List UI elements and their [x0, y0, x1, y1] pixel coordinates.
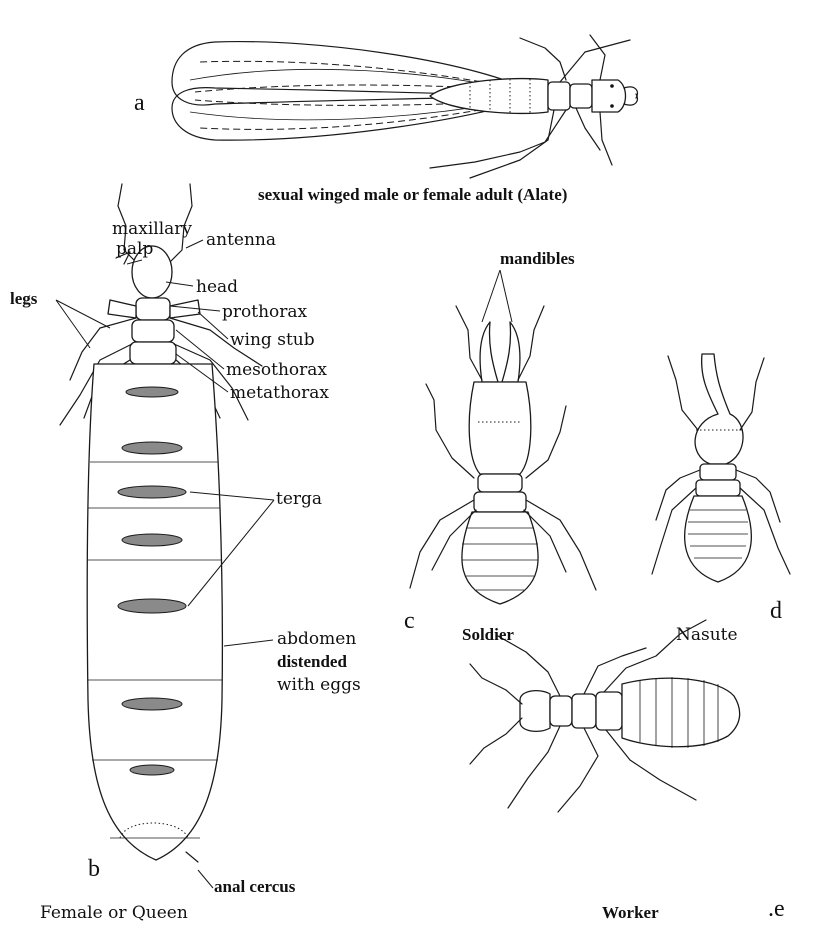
- nasute-abdomen: [685, 496, 752, 582]
- label-palp: palp: [116, 239, 153, 259]
- label-with-eggs: with eggs: [277, 675, 361, 695]
- nasute-drawing: [652, 354, 790, 582]
- caption-queen: Female or Queen: [40, 903, 188, 922]
- label-prothorax: prothorax: [222, 302, 308, 322]
- worker-head: [520, 691, 550, 732]
- label-maxillary: maxillary: [112, 219, 192, 239]
- panel-letter-a: a: [134, 90, 145, 116]
- label-terga: terga: [276, 489, 322, 509]
- caption-worker: Worker: [602, 903, 659, 922]
- panel-letter-c: c: [404, 608, 415, 634]
- label-anal-cercus: anal cercus: [214, 877, 296, 896]
- soldier-mandible-right: [502, 322, 520, 382]
- soldier-mandible-left: [480, 322, 498, 382]
- worker-drawing: [470, 620, 740, 812]
- queen-tergum: [130, 765, 174, 775]
- queen-tergum: [122, 698, 182, 710]
- panel-letter-e: .e: [768, 896, 785, 922]
- queen-tergum: [118, 599, 186, 613]
- label-legs: legs: [10, 289, 38, 308]
- queen-tergum: [122, 442, 182, 454]
- label-mandibles: mandibles: [500, 249, 575, 268]
- panel-letter-b: b: [88, 856, 100, 882]
- queen-tergum: [122, 534, 182, 546]
- caption-alate: sexual winged male or female adult (Alat…: [258, 185, 567, 204]
- caption-soldier: Soldier: [462, 625, 514, 644]
- label-wing-stub: wing stub: [230, 330, 315, 350]
- queen-tergum: [126, 387, 178, 397]
- queen-tergum: [118, 486, 186, 498]
- label-metathorax: metathorax: [230, 383, 329, 403]
- caption-nasute: Nasute: [676, 625, 738, 645]
- alate-drawing: [172, 35, 638, 178]
- label-abdomen: abdomen: [277, 629, 356, 649]
- nasute-head: [695, 354, 743, 464]
- soldier-head: [469, 382, 531, 474]
- soldier-drawing: [410, 306, 596, 604]
- alate-head: [592, 80, 626, 112]
- label-distended: distended: [277, 652, 347, 671]
- label-antenna: antenna: [206, 230, 276, 250]
- queen-wing-stub-left: [108, 300, 136, 318]
- label-mesothorax: mesothorax: [226, 360, 327, 380]
- panel-letter-d: d: [770, 598, 782, 624]
- label-head: head: [196, 277, 238, 297]
